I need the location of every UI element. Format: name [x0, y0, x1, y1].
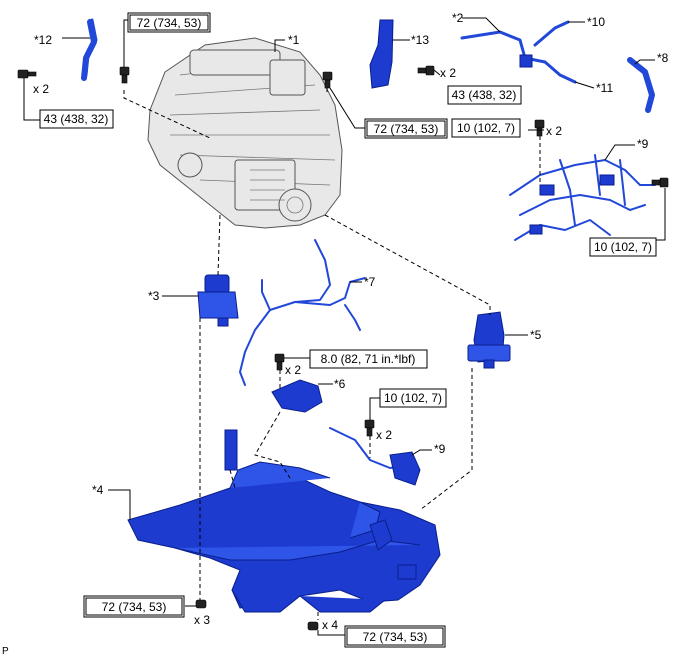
callout-9-lower: *9	[434, 442, 446, 456]
part-6-heat-shield	[271, 379, 323, 413]
callout-labels: *12 *1 *13 *2 *10 *11 *8 *9 *3 *7 *5 *6 …	[34, 11, 669, 497]
svg-text:72 (734, 53): 72 (734, 53)	[137, 16, 202, 30]
svg-text:10 (102, 7): 10 (102, 7)	[594, 240, 652, 254]
engine-assembly	[147, 37, 343, 229]
part-8-hose	[627, 57, 655, 113]
bolt-icon	[651, 177, 669, 188]
part-13-bracket	[369, 19, 394, 89]
svg-text:43 (438, 32): 43 (438, 32)	[452, 88, 517, 102]
illustration-code: P	[2, 646, 9, 657]
bolt-icon	[119, 66, 130, 84]
callout-1: *1	[288, 33, 300, 47]
assembly-guide-lines	[123, 88, 541, 620]
callout-7: *7	[364, 275, 376, 289]
quantity-labels: x 2 x 2 x 2 x 2 x 2 x 3 x 4	[33, 66, 562, 632]
svg-text:72 (734, 53): 72 (734, 53)	[363, 630, 428, 644]
callout-12: *12	[34, 33, 52, 47]
bolt-icon	[417, 65, 435, 76]
torque-spec-72-d: 72 (734, 53)	[344, 625, 446, 648]
leader-lines	[23, 17, 666, 636]
callout-2: *2	[452, 11, 464, 25]
qty-x2: x 2	[285, 363, 301, 377]
bolt-icon	[17, 69, 37, 79]
bolt-icon	[307, 621, 319, 631]
part-3-engine-mount	[197, 274, 239, 327]
callout-10: *10	[587, 15, 605, 29]
svg-text:43 (438, 32): 43 (438, 32)	[44, 112, 109, 126]
callout-11: *11	[596, 81, 613, 95]
qty-x2: x 2	[546, 124, 562, 138]
bolt-icon	[534, 119, 545, 137]
svg-text:10 (102, 7): 10 (102, 7)	[457, 121, 515, 135]
torque-spec-10-a: 10 (102, 7)	[451, 118, 521, 138]
torque-spec-10-b: 10 (102, 7)	[589, 237, 657, 257]
svg-text:72 (734, 53): 72 (734, 53)	[374, 122, 439, 136]
callout-5: *5	[530, 328, 542, 342]
torque-spec-72-c: 72 (734, 53)	[83, 595, 185, 618]
torque-spec-8: 8.0 (82, 71 in.*lbf)	[309, 349, 428, 369]
part-2-pipe	[460, 20, 577, 84]
qty-x2: x 2	[440, 66, 456, 80]
callout-8: *8	[657, 51, 669, 65]
bolt-icon	[195, 599, 207, 609]
torque-spec-72-a: 72 (734, 53)	[127, 12, 211, 33]
qty-x2: x 2	[33, 82, 49, 96]
callout-6: *6	[334, 377, 346, 391]
callout-13: *13	[411, 33, 429, 47]
part-12-hose	[81, 18, 98, 81]
callout-9-upper: *9	[637, 137, 649, 151]
part-5-engine-mount	[467, 311, 511, 369]
callout-4: *4	[92, 483, 104, 497]
svg-text:8.0 (82, 71 in.*lbf): 8.0 (82, 71 in.*lbf)	[321, 352, 416, 366]
qty-x4: x 4	[322, 618, 338, 632]
bolts	[17, 65, 669, 631]
torque-spec-72-b: 72 (734, 53)	[364, 118, 448, 139]
bolt-icon	[322, 71, 333, 89]
torque-spec-10-c: 10 (102, 7)	[379, 388, 447, 408]
torque-spec-43-b: 43 (438, 32)	[447, 85, 522, 105]
qty-x3: x 3	[194, 613, 210, 627]
part-7-wire	[239, 239, 366, 386]
part-9-wire-harness-upper	[509, 154, 656, 241]
qty-x2: x 2	[376, 428, 392, 442]
svg-text:10 (102, 7): 10 (102, 7)	[384, 391, 442, 405]
torque-spec-43-a: 43 (438, 32)	[39, 109, 114, 129]
bolt-icon	[274, 353, 285, 371]
callout-3: *3	[148, 289, 160, 303]
part-4-front-subframe	[127, 429, 441, 613]
part-9-harness-lower	[329, 427, 421, 486]
svg-text:72 (734, 53): 72 (734, 53)	[102, 600, 167, 614]
bolt-icon	[364, 419, 375, 437]
